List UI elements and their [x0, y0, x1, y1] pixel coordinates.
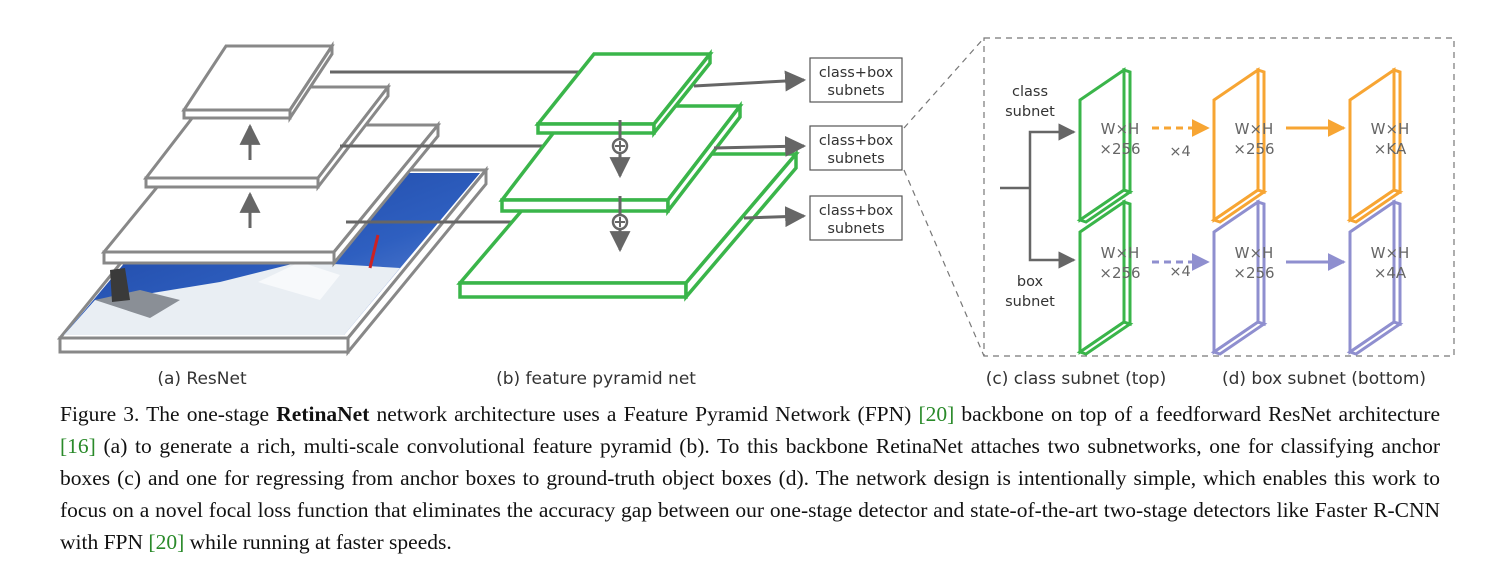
- subnet-box-1-line1: class+box: [819, 65, 894, 81]
- fpn-stack: [456, 49, 800, 302]
- box-subnet-label-1: box: [1017, 274, 1044, 290]
- class-feature-map-1: W×H ×256: [1076, 67, 1141, 224]
- subnet-box-2-line1: class+box: [819, 133, 894, 149]
- subnet-box-3-line1: class+box: [819, 203, 894, 219]
- panel-d-label: (d) box subnet (bottom): [1222, 369, 1426, 389]
- caption-bold-name: RetinaNet: [276, 402, 370, 426]
- box-fm2-256: ×256: [1233, 264, 1274, 282]
- subnet-box-1: class+box subnets: [809, 57, 903, 103]
- fpn-outputs: [693, 70, 807, 228]
- class-subnet-label-1: class: [1012, 84, 1048, 100]
- figure-caption: Figure 3. The one-stage RetinaNet networ…: [60, 398, 1440, 558]
- subnet-box-3: class+box subnets: [809, 195, 903, 241]
- box-fm2-wh: W×H: [1235, 244, 1274, 262]
- subnet-box-2-line2: subnets: [827, 151, 884, 167]
- input-image-plate: [56, 165, 490, 357]
- panel-b-label: (b) feature pyramid net: [496, 369, 696, 389]
- box-repeat-label: ×4: [1169, 264, 1190, 280]
- citation-link-20[interactable]: [20]: [918, 402, 955, 426]
- subnet-detail-panel: [983, 37, 1455, 357]
- box-subnet-label-2: subnet: [1005, 294, 1055, 310]
- box-output-map: W×H ×4A: [1346, 199, 1410, 356]
- caption-part-1: network architecture uses a Feature Pyra…: [369, 402, 919, 426]
- subnet-box-3-line2: subnets: [827, 221, 884, 237]
- class-fm1-256: ×256: [1099, 140, 1140, 158]
- class-fm2-256: ×256: [1233, 140, 1274, 158]
- subnet-box-1-line2: subnets: [827, 83, 884, 99]
- resnet-stage-1: [181, 40, 335, 124]
- caption-part-3: (a) to generate a rich, multi-scale conv…: [60, 434, 1440, 554]
- caption-part-2: backbone on top of a feedforward ResNet …: [954, 402, 1440, 426]
- zoom-line-top: [903, 37, 985, 129]
- retinanet-architecture-diagram: class+box subnets class+box subnets clas…: [56, 37, 1455, 389]
- class-repeat-label: ×4: [1169, 144, 1190, 160]
- box-out-4a: ×4A: [1374, 264, 1407, 282]
- box-feature-map-2: W×H ×256: [1210, 199, 1275, 356]
- box-out-wh: W×H: [1371, 244, 1410, 262]
- fpn-level-top: [534, 49, 714, 138]
- resnet-stack: [56, 40, 490, 357]
- caption-part-4: while running at faster speeds.: [184, 530, 452, 554]
- subnet-box-2: class+box subnets: [809, 125, 903, 171]
- class-out-wh: W×H: [1371, 120, 1410, 138]
- citation-link-20b[interactable]: [20]: [148, 530, 185, 554]
- citation-link-16[interactable]: [16]: [60, 434, 96, 458]
- panel-a-label: (a) ResNet: [157, 369, 247, 389]
- zoom-line-bottom: [903, 169, 985, 357]
- caption-prefix: Figure 3. The one-stage: [60, 402, 277, 426]
- class-fm1-wh: W×H: [1101, 120, 1140, 138]
- box-feature-map-1: W×H ×256: [1076, 199, 1141, 356]
- class-output-map: W×H ×KA: [1346, 67, 1410, 224]
- class-fm2-wh: W×H: [1235, 120, 1274, 138]
- class-out-ka: ×KA: [1374, 140, 1407, 158]
- box-fm1-wh: W×H: [1101, 244, 1140, 262]
- subnet-detail: class subnet box subnet W×H ×256 ×4 W×H …: [1000, 67, 1410, 356]
- class-feature-map-2: W×H ×256: [1210, 67, 1275, 224]
- box-fm1-256: ×256: [1099, 264, 1140, 282]
- panel-c-label: (c) class subnet (top): [986, 369, 1166, 389]
- class-subnet-label-2: subnet: [1005, 104, 1055, 120]
